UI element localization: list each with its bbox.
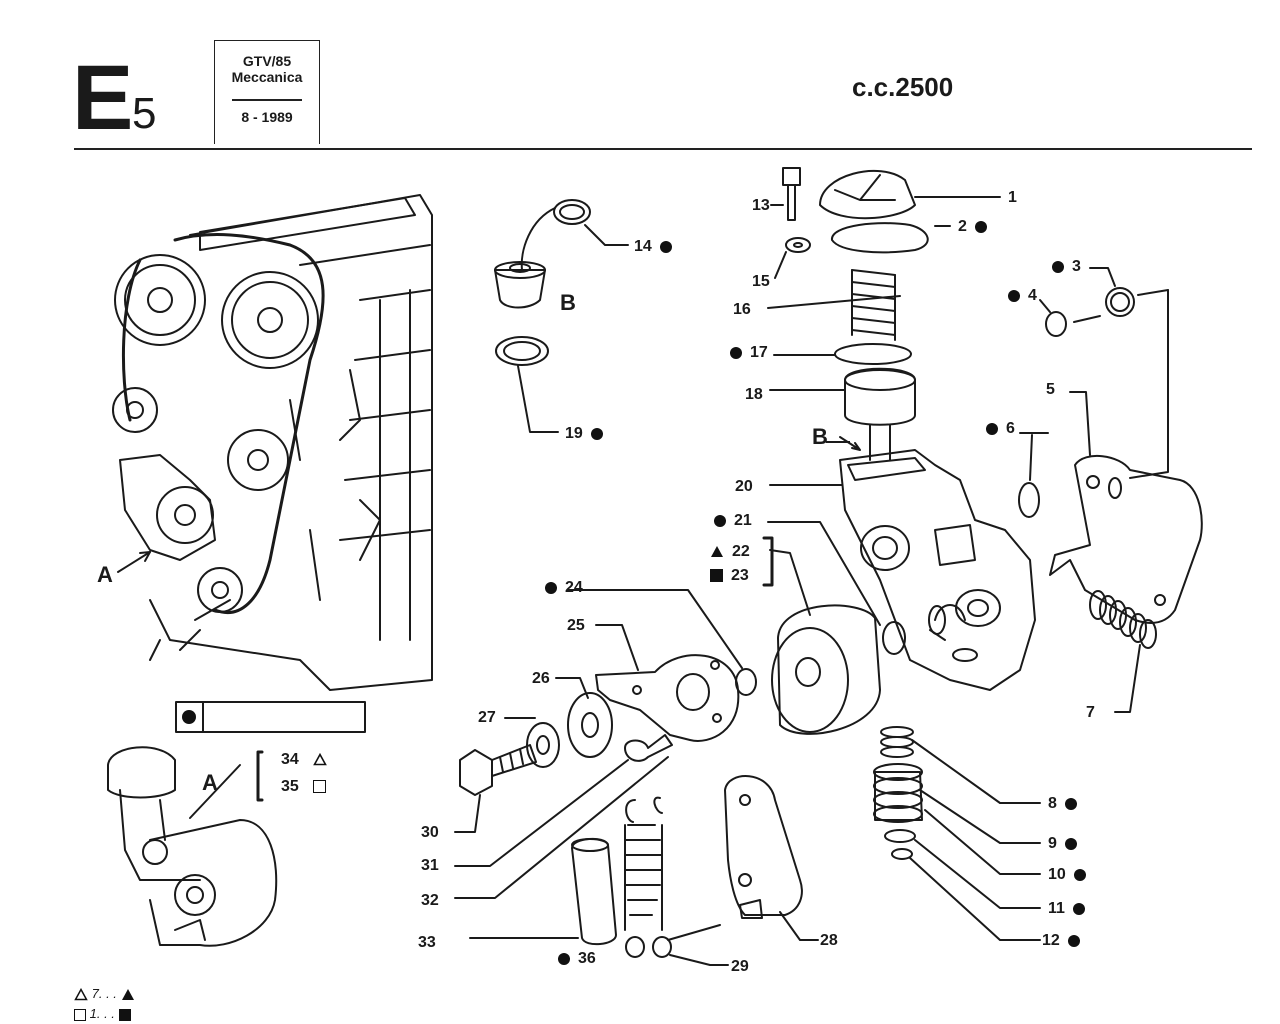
view-label-b-plug: B xyxy=(560,290,576,315)
callout-29: 29 xyxy=(731,958,749,975)
square-filled-icon xyxy=(710,569,723,583)
filled-dot-icon xyxy=(182,710,196,724)
callout-18: 18 xyxy=(745,386,763,403)
callout-22: 22 xyxy=(710,544,750,560)
part-5-gasket xyxy=(1049,454,1203,624)
callout-28: 28 xyxy=(820,932,838,949)
callout-11: 11 xyxy=(1048,901,1085,917)
callout-6: 6 xyxy=(986,421,1015,437)
symbol-legend: 7. . . 1. . . xyxy=(74,984,135,1024)
part-17-oring xyxy=(834,343,912,365)
part-14-cap xyxy=(553,199,591,225)
legend-box xyxy=(175,701,366,733)
section-letter: E xyxy=(72,47,133,149)
callout-14: 14 xyxy=(634,239,672,255)
legend-row-square: 1. . . xyxy=(74,1004,135,1024)
date-label: 8 - 1989 xyxy=(241,108,293,125)
callout-16: 16 xyxy=(733,301,751,318)
part-16-springs xyxy=(851,269,896,341)
callout-36: 36 xyxy=(558,951,596,967)
info-divider xyxy=(232,99,302,101)
callout-26: 26 xyxy=(532,670,550,687)
callout-35: 35 xyxy=(281,779,327,795)
callout-17: 17 xyxy=(730,345,768,361)
part-6-oring xyxy=(1018,482,1040,518)
legend-row-triangle: 7. . . xyxy=(74,984,135,1004)
view-label-b-housing: B xyxy=(812,424,828,449)
part-33-sleeve xyxy=(571,837,617,946)
callout-8: 8 xyxy=(1048,796,1077,812)
square-filled-icon xyxy=(118,1008,131,1021)
part-19-ring xyxy=(495,336,549,366)
part-2-gasket xyxy=(831,222,929,254)
part-4-oring xyxy=(1045,311,1067,337)
callout-23: 23 xyxy=(710,568,749,584)
model-label: GTV/85 xyxy=(242,53,292,69)
callout-34: 34 xyxy=(281,752,328,768)
callout-21: 21 xyxy=(714,513,752,529)
callout-3: 3 xyxy=(1052,259,1081,275)
category-label: Meccanica xyxy=(231,69,303,85)
arrow-a-line xyxy=(117,551,151,573)
part-20-housing xyxy=(839,449,1036,691)
part-15-washer xyxy=(785,237,811,253)
view-label-a-top: A xyxy=(97,562,113,587)
callout-12: 12 xyxy=(1042,933,1080,949)
callout-2: 2 xyxy=(958,219,987,235)
callout-15: 15 xyxy=(752,273,770,290)
callout-31: 31 xyxy=(421,857,439,874)
displacement-label: c.c.2500 xyxy=(852,72,954,102)
square-outline-icon xyxy=(74,1008,86,1021)
part-24-washer xyxy=(735,668,757,696)
callout-24: 24 xyxy=(545,580,583,596)
callout-13: 13 xyxy=(752,197,770,214)
part-31-screw xyxy=(624,734,673,762)
section-number: 5 xyxy=(132,89,157,138)
callout-1: 1 xyxy=(1008,189,1017,206)
callout-27: 27 xyxy=(478,709,496,726)
header-divider xyxy=(74,148,1252,150)
callout-4: 4 xyxy=(1008,288,1037,304)
info-box: GTV/85 Meccanica 8 - 1989 xyxy=(214,40,320,144)
part-26-washer xyxy=(567,692,613,758)
tensioner-pulley xyxy=(777,604,881,735)
triangle-outline-icon xyxy=(313,753,328,766)
callout-32: 32 xyxy=(421,892,439,909)
part-28-bracket xyxy=(724,775,803,916)
callout-7: 7 xyxy=(1086,704,1095,721)
callout-30: 30 xyxy=(421,824,439,841)
part-1-cover xyxy=(819,169,916,220)
detail-a-drawing xyxy=(107,746,278,947)
triangle-outline-icon xyxy=(74,988,88,1001)
part-27-washer xyxy=(526,722,560,768)
callout-20: 20 xyxy=(735,478,753,495)
part-18-piston xyxy=(844,367,916,426)
callout-19: 19 xyxy=(565,426,603,442)
triangle-filled-icon xyxy=(121,989,134,1001)
triangle-warning-icon xyxy=(711,546,723,558)
callout-9: 9 xyxy=(1048,836,1077,852)
callout-25: 25 xyxy=(567,617,585,634)
part-13-screw xyxy=(782,167,801,221)
callout-5: 5 xyxy=(1046,381,1055,398)
part-3-oring xyxy=(1105,287,1135,317)
part-30-bolt xyxy=(459,749,493,796)
engine-block-drawing xyxy=(112,194,433,691)
part-21-oring xyxy=(882,621,906,655)
part-8-12-stack xyxy=(873,726,923,860)
plug-b xyxy=(494,269,546,309)
part-7-spring xyxy=(1089,590,1157,649)
square-outline-icon xyxy=(313,780,327,794)
view-label-a-detail: A xyxy=(202,770,218,795)
callout-33: 33 xyxy=(418,934,436,951)
callout-10: 10 xyxy=(1048,867,1086,883)
part-29-spring xyxy=(624,824,663,916)
